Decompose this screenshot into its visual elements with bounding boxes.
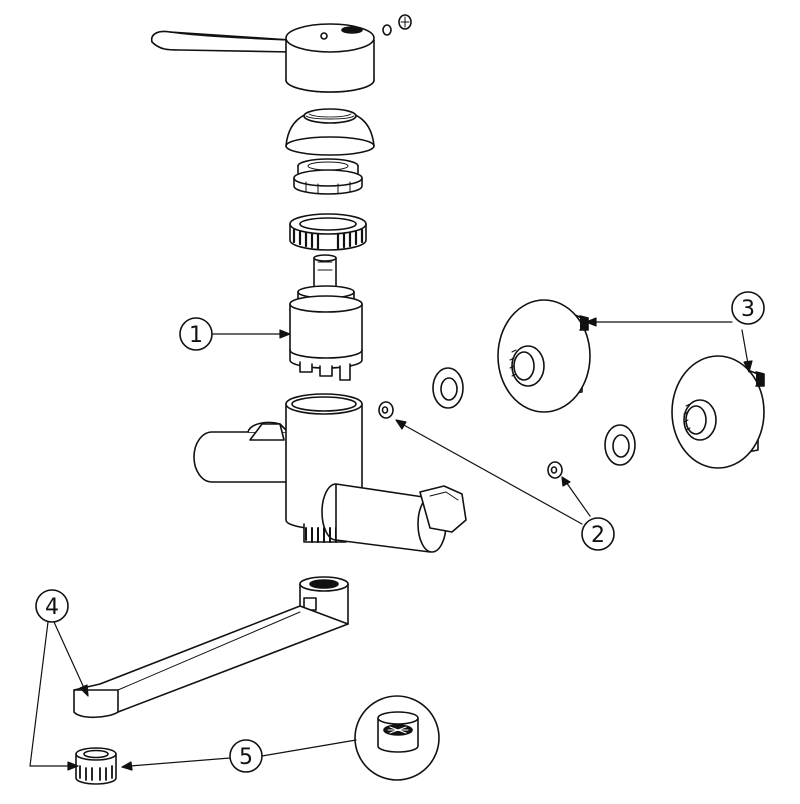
swivel-spout [73, 576, 349, 719]
threaded-ring [289, 213, 367, 251]
flat-gasket-b [604, 424, 636, 466]
gland-nut [293, 158, 363, 195]
callout-5: 5 [229, 739, 263, 773]
mixer-body [193, 393, 467, 553]
dome-cover [285, 108, 375, 156]
callout-2: 2 [581, 517, 615, 551]
callout-3-label: 3 [741, 297, 755, 322]
eccentric-connector-b [671, 355, 765, 469]
callout-4-label: 4 [45, 595, 59, 620]
small-washer-b [547, 461, 563, 479]
callout-3: 3 [731, 291, 765, 325]
leader-lines [29, 317, 753, 771]
aerator-detail-view [354, 695, 440, 781]
small-washer-a [378, 401, 394, 419]
callout-2-label: 2 [591, 523, 605, 548]
callout-4: 4 [35, 589, 69, 623]
flat-gasket-a [432, 367, 464, 409]
eccentric-connector-a [497, 299, 591, 413]
callout-1-label: 1 [189, 323, 203, 348]
callout-5-label: 5 [239, 745, 253, 770]
aerator [75, 747, 117, 785]
lever-handle [150, 23, 375, 93]
cartridge [289, 254, 363, 381]
set-screws [382, 14, 412, 36]
callout-1: 1 [179, 317, 213, 351]
